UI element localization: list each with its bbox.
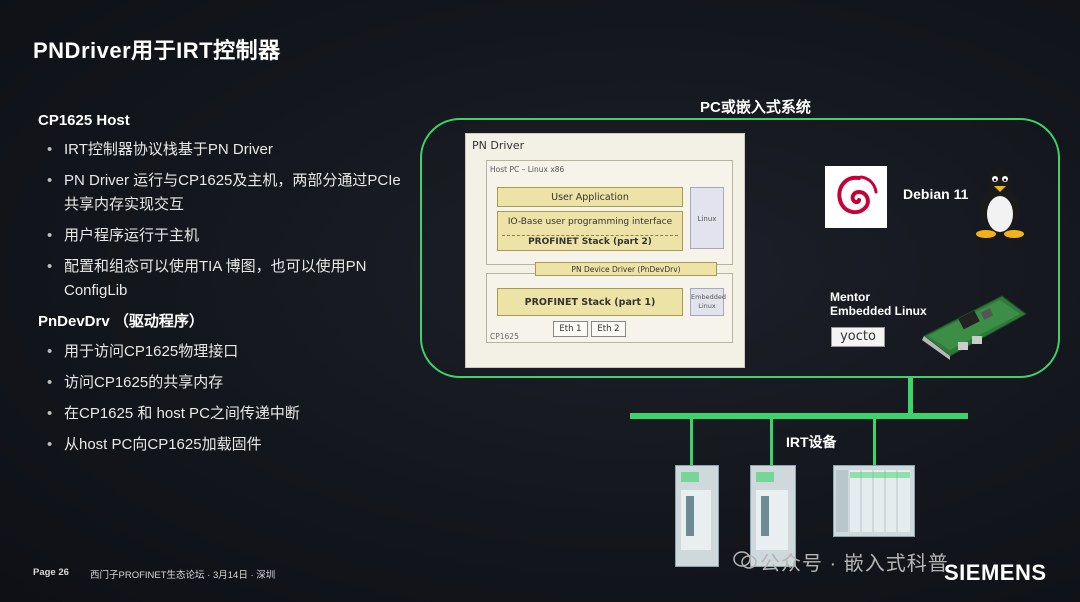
io-device-icon [833,465,915,537]
system-title: PC或嵌入式系统 [700,96,811,117]
user-application-block: User Application [497,187,683,207]
irt-bus-line [630,413,968,419]
section-title-cp1625-host: CP1625 Host [38,112,408,129]
left-text-panel: CP1625 Host IRT控制器协议栈基于PN Driver PN Driv… [38,112,408,464]
bullet-item: 用户程序运行于主机 [38,224,408,248]
debian-label: Debian 11 [903,186,968,202]
system-uplink-line [908,378,913,414]
watermark-text: 公众号 · 嵌入式科普 [760,547,949,576]
eth1-port: Eth 1 [553,321,588,337]
debian-logo-icon [825,166,887,228]
pcie-card-icon [920,292,1030,362]
io-base-block: IO-Base user programming interface PROFI… [497,211,683,251]
yocto-logo: yocto [831,327,885,347]
slide-title: PNDriver用于IRT控制器 [33,33,281,65]
host-pc-label: Host PC – Linux x86 [490,165,564,174]
io-device-icon [675,465,719,567]
mentor-label: Mentor Embedded Linux [830,290,927,318]
page-number: Page 26 [33,567,69,578]
event-label: 西门子PROFINET生态论坛 · 3月14日 · 深圳 [90,567,275,581]
profinet-part1-block: PROFINET Stack (part 1) [497,288,683,316]
device-drop-line [873,419,876,465]
eth2-port: Eth 2 [591,321,626,337]
divider [502,235,678,236]
bullet-item: IRT控制器协议栈基于PN Driver [38,138,408,162]
tux-penguin-icon [970,164,1030,238]
bullet-item: PN Driver 运行与CP1625及主机，两部分通过PCIe共享内存实现交互 [38,169,408,217]
linux-box: Linux [690,187,724,249]
device-drop-line [690,419,693,465]
bullet-item: 配置和组态可以使用TIA 博图，也可以使用PN ConfigLib [38,255,408,303]
mentor-label-line1: Mentor [830,290,927,304]
io-base-label: IO-Base user programming interface [498,217,682,227]
bullet-item: 用于访问CP1625物理接口 [38,340,408,364]
mentor-label-line2: Embedded Linux [830,304,927,318]
embedded-linux-box: Embedded Linux [690,288,724,316]
cp1625-label: CP1625 [490,332,519,341]
device-drop-line [770,419,773,465]
pn-device-driver-block: PN Device Driver (PnDevDrv) [535,262,717,276]
siemens-logo: SIEMENS [944,560,1047,586]
wechat-icon [733,550,757,570]
bullet-item: 在CP1625 和 host PC之间传递中断 [38,402,408,426]
profinet-part2-label: PROFINET Stack (part 2) [498,237,682,247]
section-title-pndevdrv: PnDevDrv （驱动程序） [38,310,408,331]
pn-driver-title: PN Driver [472,139,524,152]
bullet-item: 从host PC向CP1625加载固件 [38,433,408,457]
irt-devices-label: IRT设备 [786,432,837,452]
bullet-item: 访问CP1625的共享内存 [38,371,408,395]
